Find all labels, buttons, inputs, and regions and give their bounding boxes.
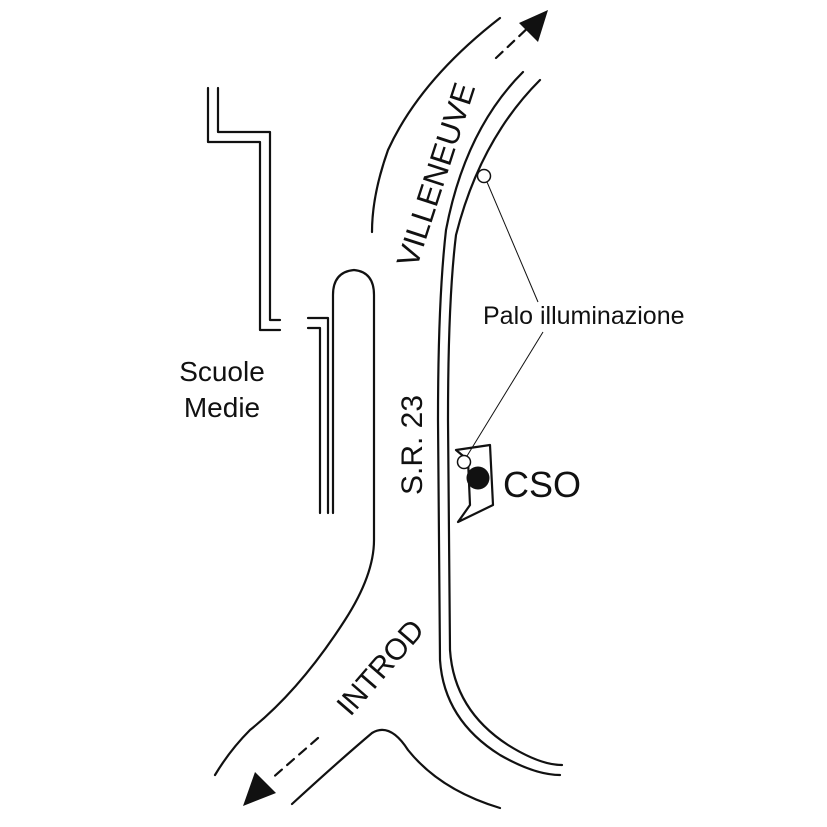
- introd-label: INTROD: [331, 614, 431, 722]
- school-wall-south: [306, 316, 330, 515]
- pole-label: Palo illuminazione: [483, 302, 685, 330]
- school-label-line2: Medie: [184, 392, 260, 423]
- villeneuve-label: VILLENEUVE: [390, 78, 482, 271]
- school-label-line1: Scuole: [179, 356, 265, 387]
- arrow-south-icon: [243, 736, 320, 806]
- road-right-edge-outer: [436, 70, 562, 777]
- pole-north-icon: [476, 168, 492, 184]
- road-left-edge: [213, 268, 376, 777]
- villeneuve-guide-line: [370, 16, 502, 234]
- road-right-edge-inner: [446, 78, 564, 767]
- school-wall-north-inner: [216, 86, 282, 322]
- pole-leader-south: [466, 331, 544, 457]
- pole-leader-north: [486, 181, 539, 303]
- school-wall-north: [206, 86, 282, 332]
- station-icon: [466, 466, 490, 490]
- road-number-label: S.R. 23: [396, 395, 429, 495]
- pole-south-icon: [456, 454, 472, 470]
- introd-guide-line: [290, 728, 502, 810]
- station-label: CSO: [503, 464, 581, 505]
- arrow-north-icon: [494, 10, 548, 60]
- school-wall-south-inner: [306, 326, 322, 515]
